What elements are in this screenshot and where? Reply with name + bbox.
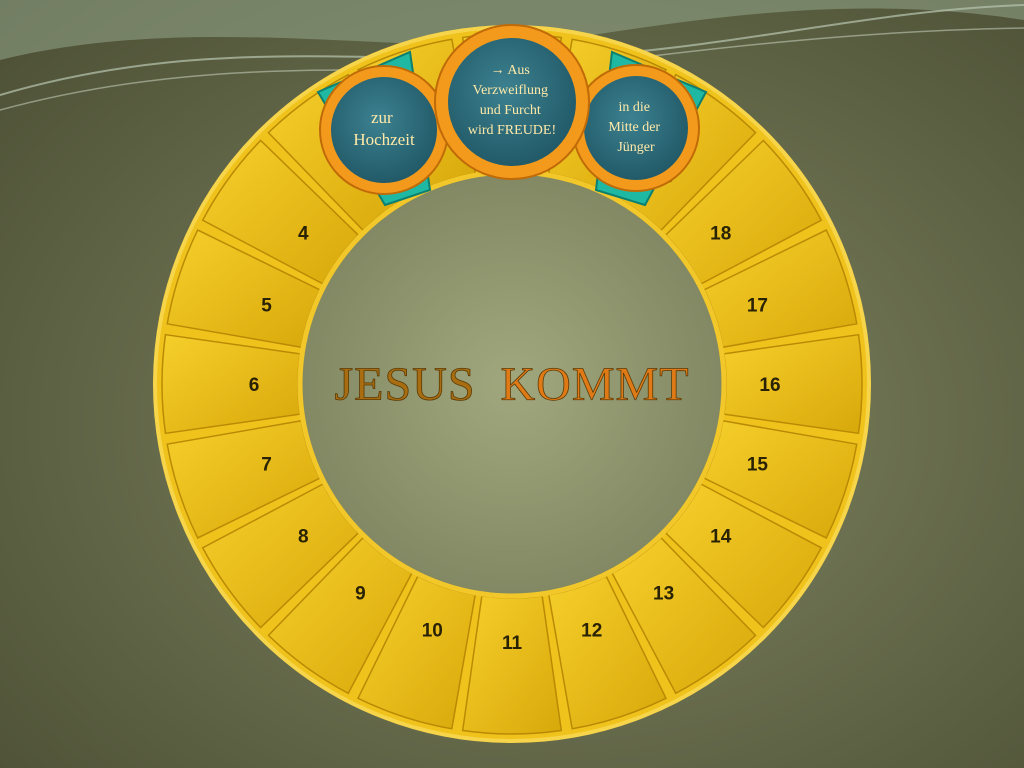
badge-mitte-der-juenger: in die Mitte der Jünger [572,64,700,192]
ring-number-11: 11 [502,633,523,654]
ring-number-7: 7 [261,455,272,476]
ring-number-18: 18 [710,223,731,244]
svg-text:zur Hochzeit: zur Hochzeit [353,108,415,149]
ring-number-8: 8 [298,527,309,548]
ring-number-6: 6 [249,375,260,396]
badge-left-line-2: Hochzeit [353,130,415,149]
ring-number-9: 9 [355,584,366,605]
badge-center-line-4: wird FREUDE! [468,123,556,138]
ring-number-12: 12 [581,620,602,641]
ring-number-13: 13 [653,584,674,605]
title-word-kommt: KOMMT [501,358,690,411]
badge-right-line-3: Jünger [617,140,655,155]
ring-number-14: 14 [710,527,732,548]
badge-center-line-3: und Furcht [480,103,541,118]
ring-number-15: 15 [747,455,769,476]
title-word-jesus: JESUS [334,358,475,411]
svg-text:in die Mitte der J: in die Mitte der Jünger [608,100,663,155]
ring-number-5: 5 [261,295,272,316]
badge-center-line-1: → Aus [491,63,530,78]
ring-number-10: 10 [422,620,443,641]
badge-zur-hochzeit: zur Hochzeit [319,65,449,195]
page-title: JESUS KOMMT [334,358,689,411]
badge-freude: → Aus Verzweiflung und Furcht wird FREUD… [434,24,590,180]
badge-right-line-2: Mitte der [608,120,660,135]
ring-number-16: 16 [759,375,780,396]
svg-text:→ Aus Verzweiflung: → Aus Verzweiflung und Furcht wird FREUD… [468,63,556,138]
badge-left-line-1: zur [371,108,393,127]
badge-center-line-2: Verzweiflung [473,83,548,98]
ring-number-4: 4 [298,223,309,244]
ring-number-17: 17 [747,295,768,316]
badge-right-line-1: in die [619,100,651,115]
